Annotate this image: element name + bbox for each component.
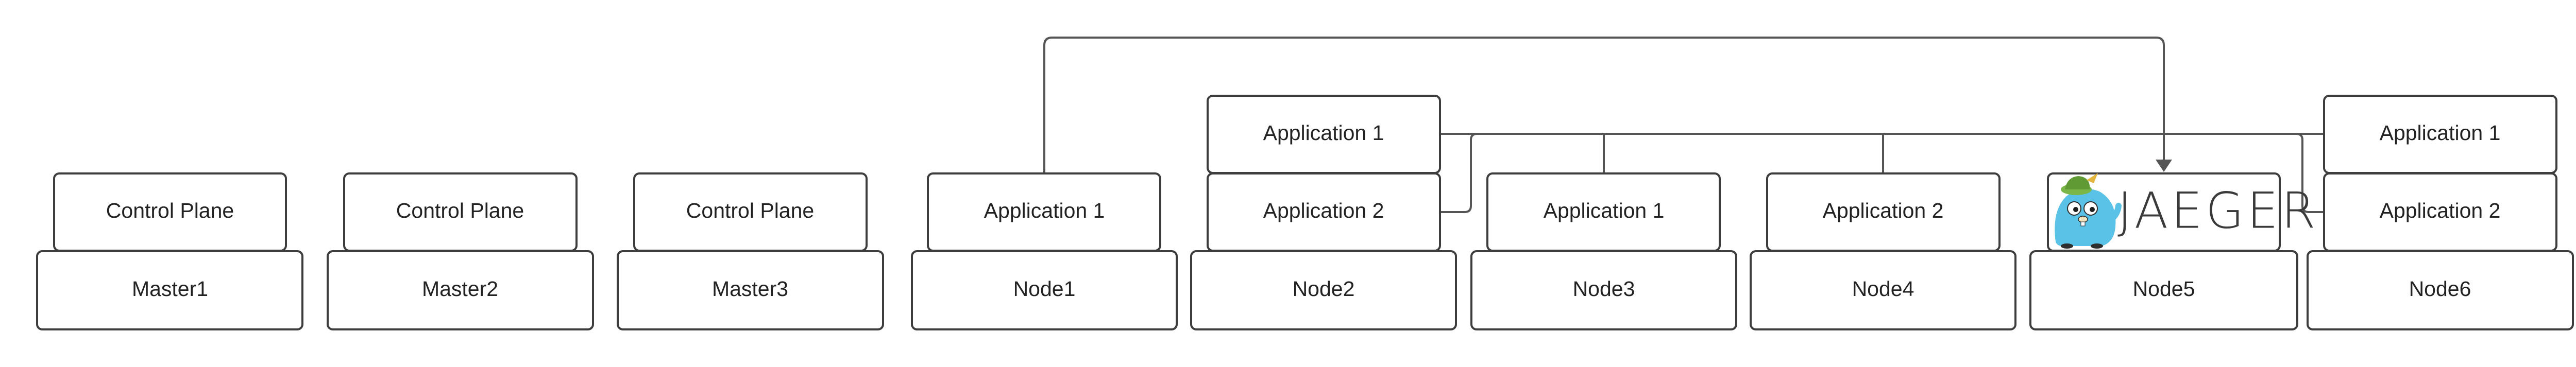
connector-node2-app2 — [1440, 133, 1478, 213]
worker-node2: Application 1 Application 2 Node2 — [1190, 95, 1457, 330]
worker-node1: Application 1 Node1 — [911, 172, 1178, 330]
master-node-box — [617, 250, 884, 330]
connector-node1-to-jaeger — [1043, 37, 2165, 173]
worker-node5: JAEGER Node5 — [2029, 172, 2319, 330]
worker-node-label: Node2 — [1293, 277, 1355, 301]
master-node-box — [327, 250, 594, 330]
application-label: Application 1 — [2380, 121, 2501, 145]
arrowhead-jaeger — [2156, 160, 2172, 172]
worker-node-box — [1190, 250, 1457, 330]
application-label: Application 2 — [2380, 199, 2501, 222]
master-master2: Control Plane Master2 — [327, 172, 594, 330]
worker-node-box — [2029, 250, 2298, 330]
worker-node-box — [911, 250, 1178, 330]
worker-node6: Application 1 Application 2 Node6 — [2307, 95, 2574, 330]
control-plane-label: Control Plane — [396, 199, 524, 222]
application-label: Application 2 — [1823, 199, 1944, 222]
worker-node-box — [1750, 250, 2016, 330]
master-master3: Control Plane Master3 — [617, 172, 884, 330]
worker-node-label: Node6 — [2409, 277, 2471, 301]
master-master1: Control Plane Master1 — [36, 172, 303, 330]
jaeger-logo-text: JAEGER — [2117, 182, 2319, 239]
worker-node-label: Node5 — [2133, 277, 2195, 301]
connector-node6-app2 — [2296, 133, 2324, 213]
master-node-label: Master2 — [422, 277, 498, 301]
master-node-label: Master3 — [712, 277, 788, 301]
worker-node-label: Node4 — [1852, 277, 1914, 301]
application-label: Application 1 — [1544, 199, 1665, 222]
connectors — [1043, 37, 2324, 213]
worker-node-box — [2307, 250, 2574, 330]
control-plane-label: Control Plane — [106, 199, 234, 222]
master-node-box — [36, 250, 303, 330]
worker-node-box — [1470, 250, 1737, 330]
application-label: Application 2 — [1263, 199, 1384, 222]
worker-node-label: Node1 — [1013, 277, 1076, 301]
master-node-label: Master1 — [132, 277, 208, 301]
application-label: Application 1 — [984, 199, 1105, 222]
worker-node-label: Node3 — [1573, 277, 1635, 301]
control-plane-label: Control Plane — [686, 199, 814, 222]
application-label: Application 1 — [1263, 121, 1384, 145]
jaeger-gopher-icon — [2055, 173, 2122, 249]
worker-node3: Application 1 Node3 — [1470, 172, 1737, 330]
worker-node4: Application 2 Node4 — [1750, 172, 2016, 330]
